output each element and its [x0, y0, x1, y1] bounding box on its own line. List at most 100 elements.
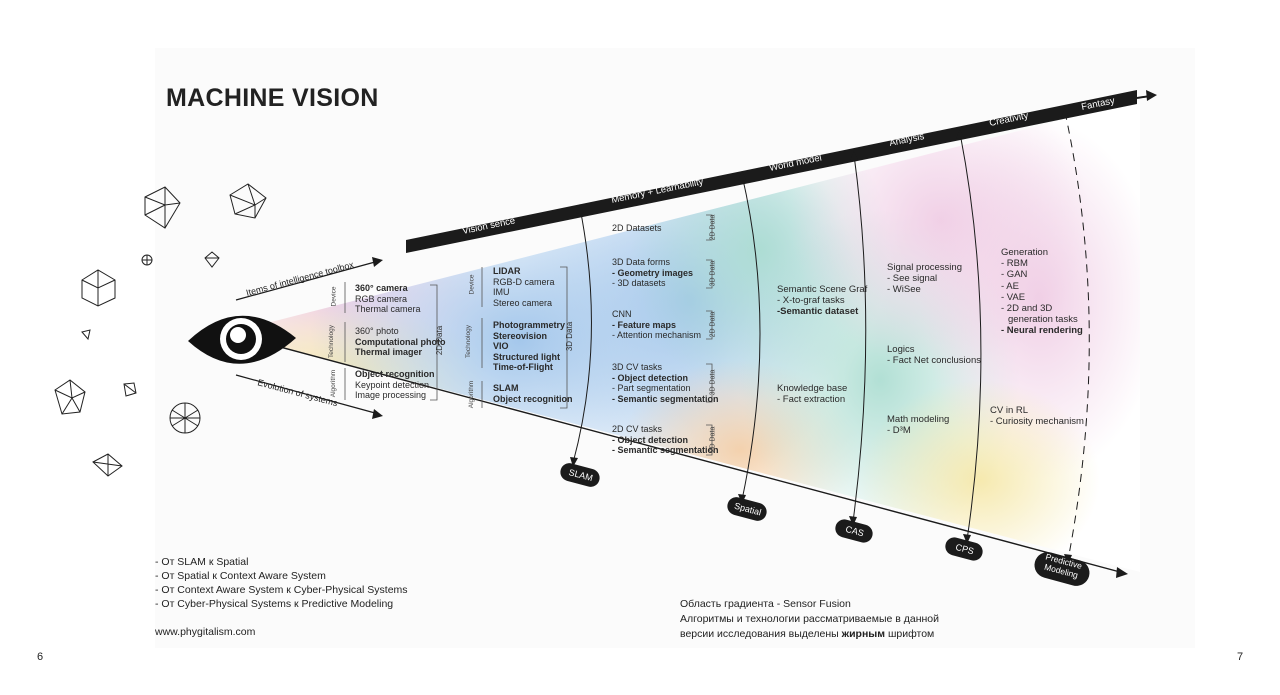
note-line: Область градиента - Sensor Fusion [680, 598, 851, 610]
list-item: - Neural rendering [1001, 325, 1083, 337]
g3-block-1: 3D Data forms - Geometry images - 3D dat… [612, 257, 693, 289]
list-item: - GAN [1001, 269, 1028, 281]
bottom-axis [227, 332, 1121, 573]
list-item: - Fact extraction [777, 394, 846, 406]
list-item: - AE [1001, 280, 1019, 292]
g2-technology-list: Photogrammetry Stereovision VIO Structur… [493, 320, 565, 373]
list-item: - От Spatial к Context Aware System [155, 570, 326, 582]
polyhedron-icon [54, 379, 86, 415]
list-item: IMU [493, 287, 510, 298]
list-item: Signal processing [887, 262, 962, 273]
list-item: Object recognition [355, 369, 435, 379]
g1-algorithm-list: Object recognition Keypoint detection Im… [355, 369, 435, 401]
list-item: - От SLAM к Spatial [155, 556, 249, 568]
list-item: - See signal [887, 273, 938, 285]
g3-block-2: CNN - Feature maps - Attention mechanism [612, 309, 701, 341]
g3-bracket-2: 2D Data [709, 311, 717, 338]
polyhedron-icon [92, 453, 123, 477]
page-number-right: 7 [1237, 651, 1244, 663]
g1-algorithm-label: Algorithm [330, 369, 338, 398]
list-item: SLAM [493, 383, 519, 393]
list-item: Stereovision [493, 330, 548, 341]
polyhedron-icon [141, 254, 153, 266]
list-item: Stereo camera [493, 297, 553, 308]
polyhedron-icon [144, 186, 181, 229]
note-line: Алгоритмы и технологии рассматриваемые в… [680, 613, 940, 625]
list-item: - Feature maps [612, 319, 677, 330]
g5-block-c: Math modeling - D³M [887, 414, 949, 436]
stage-separators [572, 111, 1090, 561]
list-item: - X-to-graf tasks [777, 295, 845, 307]
polyhedron-icon [123, 382, 137, 397]
polyhedron-icon [81, 269, 116, 307]
note-line: версии исследования выделены жирным шриф… [680, 627, 939, 642]
list-item: VIO [493, 341, 509, 352]
list-item: 360° camera [355, 283, 408, 293]
top-band [406, 90, 1137, 253]
list-item: Computational photo [355, 336, 446, 347]
list-item: Math modeling [887, 414, 950, 425]
g3-bracket-4: 2D Data [709, 426, 717, 453]
list-item: - От Cyber-Physical Systems к Predictive… [155, 598, 394, 610]
list-item: - Geometry images [612, 267, 694, 278]
list-item: - 3D datasets [612, 278, 666, 289]
list-item: - Fact Net conclusions [887, 355, 981, 367]
g3-bracket-1: 3D Data [709, 260, 717, 287]
list-item: Knowledge base [777, 383, 848, 394]
g1-bracket-label: 2D Data [435, 325, 445, 356]
list-item: - WiSee [887, 284, 921, 296]
g2-algorithm-list: SLAM Object recognition [493, 383, 573, 404]
list-item: Image processing [355, 390, 427, 401]
list-item: Object recognition [493, 393, 573, 404]
polyhedron-icon [169, 402, 201, 434]
note-suffix: шрифтом [885, 628, 935, 640]
polyhedron-icon [204, 251, 220, 268]
list-item: Keypoint detection [355, 379, 430, 390]
group-brackets [344, 214, 713, 456]
g2-device-list: LIDAR RGB-D camera IMU Stereo camera [493, 266, 555, 308]
note-prefix: версии исследования выделены [680, 628, 842, 640]
legend-notes: Область градиента - Sensor Fusion Алгори… [680, 597, 939, 642]
list-item: CV in RL [990, 405, 1029, 416]
list-item: Structured light [493, 351, 560, 362]
list-item: Semantic Scene Graf [777, 284, 868, 295]
list-item: 2D CV tasks [612, 424, 663, 434]
g1-technology-label: Technology [327, 325, 335, 358]
polyhedron-icon [81, 329, 91, 341]
list-item: - От Context Aware System к Cyber-Physic… [155, 584, 408, 596]
separator-arrowheads [570, 108, 1072, 564]
list-item: 3D Data forms [612, 257, 671, 267]
g1-device-list: 360° camera RGB camera Thermal camera [355, 283, 421, 315]
bottom-axis-arrowhead [1116, 567, 1128, 578]
list-item: RGB camera [355, 293, 408, 304]
list-item: - Object detection [612, 434, 689, 445]
list-item: - Semantic segmentation [612, 393, 719, 404]
g6-block-a: Generation - RBM - GAN - AE - VAE - 2D a… [1001, 247, 1083, 337]
g2-technology-label: Technology [464, 325, 472, 358]
list-item: CNN [612, 309, 632, 319]
note-bold: жирным [841, 628, 886, 640]
g2-device-label: Device [468, 274, 476, 295]
list-item: - 2D and 3D [1001, 303, 1053, 315]
g3-block-4: 2D CV tasks - Object detection - Semanti… [612, 424, 719, 456]
page-title: MACHINE VISION [166, 84, 379, 112]
g3-bracket-3: 3D Data [709, 369, 717, 396]
list-item: - Object detection [612, 372, 689, 383]
g3-block-0: 2D Datasets [612, 223, 662, 234]
website-link[interactable]: www.phygitalism.com [155, 626, 256, 638]
list-item: - Attention mechanism [612, 330, 702, 341]
g6-block-b: CV in RL - Curiosity mechanism [990, 405, 1084, 427]
list-item: Thermal camera [355, 304, 421, 315]
g3-block-3: 3D CV tasks - Object detection - Part se… [612, 362, 719, 404]
list-item: 2D Datasets [612, 223, 662, 233]
list-item: - Part segmentation [612, 383, 691, 394]
list-item: Thermal imager [355, 347, 423, 358]
lower-arrow-label: Evolution of systems [256, 377, 339, 408]
g5-block-a: Signal processing - See signal - WiSee [887, 262, 962, 296]
list-item: - RBM [1001, 258, 1028, 270]
list-item: -Semantic dataset [777, 306, 859, 318]
list-item: - D³M [887, 425, 911, 437]
list-item: 360° photo [355, 326, 399, 336]
g1-technology-list: 360° photo Computational photo Thermal i… [355, 326, 445, 358]
